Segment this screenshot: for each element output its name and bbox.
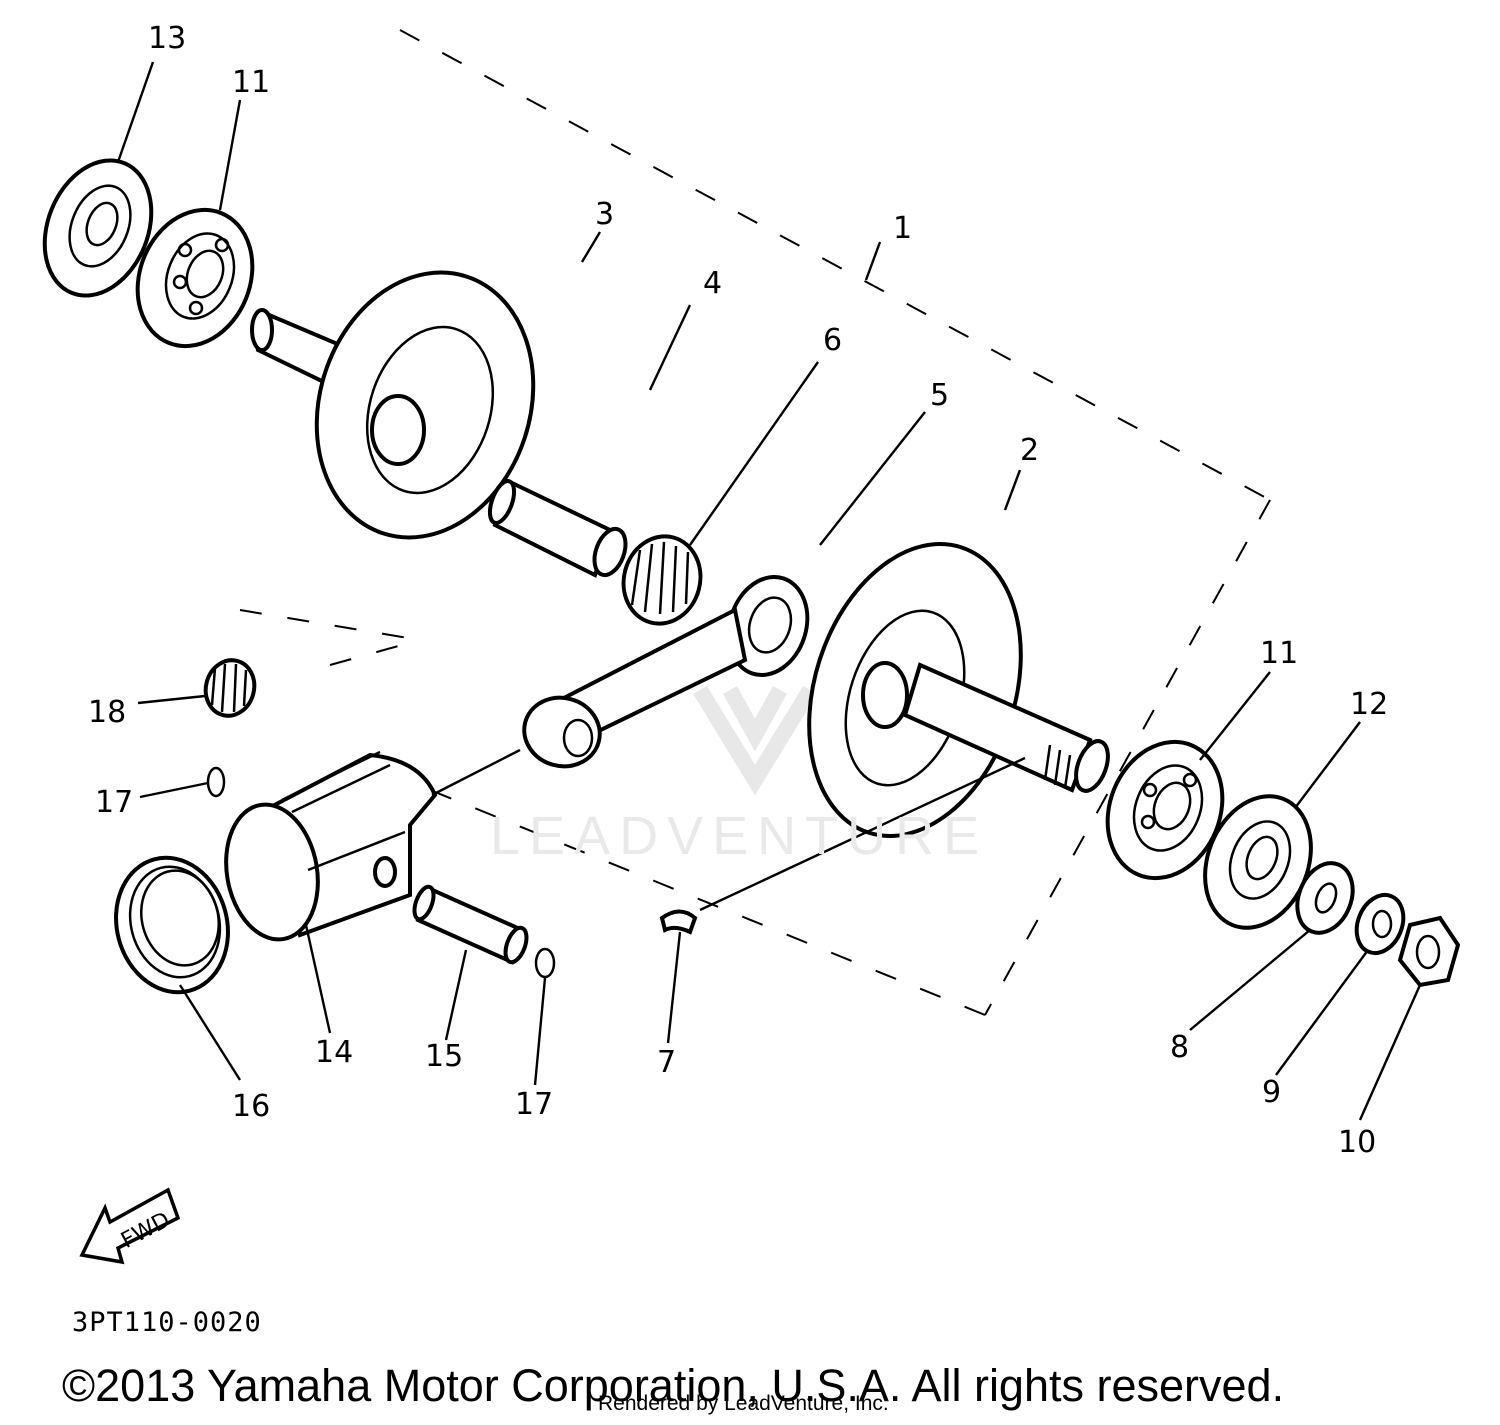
callout-2: 2 (1020, 433, 1039, 468)
crank-pin-part (487, 479, 628, 578)
washer-part (1295, 861, 1355, 935)
callout-15: 15 (425, 1039, 463, 1074)
callout-5: 5 (930, 378, 949, 413)
woodruff-key-part (659, 909, 698, 935)
callout-14: 14 (315, 1035, 353, 1070)
crank-left-half-part (250, 270, 536, 540)
callout-4: 4 (703, 266, 722, 301)
callout-12: 12 (1350, 687, 1388, 722)
callout-11-right: 11 (1260, 636, 1298, 671)
lock-washer-part (1354, 892, 1406, 956)
callout-10: 10 (1338, 1125, 1376, 1160)
bearing-left-part (135, 207, 255, 349)
piston-part (224, 750, 438, 942)
callout-11-left: 11 (232, 65, 270, 100)
leader-lines (116, 61, 1422, 1121)
callout-13: 13 (148, 21, 186, 56)
piston-pin-part (412, 884, 529, 965)
leadventure-watermark-logo (693, 685, 817, 796)
callout-3: 3 (595, 197, 614, 232)
callout-9: 9 (1262, 1075, 1281, 1110)
bearing-right-part (1105, 739, 1225, 881)
nut-part (1397, 915, 1461, 988)
callout-1: 1 (893, 211, 912, 246)
circlip-upper-part (206, 766, 226, 798)
oil-seal-left-part (42, 158, 154, 298)
copyright-notice: ©2013 Yamaha Motor Corporation, U.S.A. A… (62, 1360, 1285, 1411)
drawing-code: 3PT110-0020 (72, 1307, 262, 1338)
callout-18: 18 (88, 695, 126, 730)
rendered-by-notice: Rendered by LeadVenture, Inc. (598, 1392, 889, 1415)
callout-7: 7 (657, 1045, 676, 1080)
small-end-bearing-part (203, 658, 257, 718)
circlip-lower-part (534, 947, 556, 979)
fwd-arrow-icon: FWD (79, 1187, 181, 1265)
assembly-outline (239, 29, 1271, 1016)
callout-8: 8 (1170, 1030, 1189, 1065)
connecting-rod-part (522, 575, 810, 769)
watermark-text: LEADVENTURE (490, 806, 989, 866)
callout-6: 6 (823, 323, 842, 358)
crank-right-half-part (807, 542, 1110, 838)
callout-17-upper: 17 (95, 785, 133, 820)
big-end-needle-bearing-part (621, 534, 703, 626)
callout-16: 16 (232, 1089, 270, 1124)
piston-ring-set-part (114, 855, 230, 995)
callout-labels: 13 11 3 1 4 6 5 2 11 12 18 17 14 15 17 1… (88, 21, 1388, 1160)
callout-17-lower: 17 (515, 1087, 553, 1122)
